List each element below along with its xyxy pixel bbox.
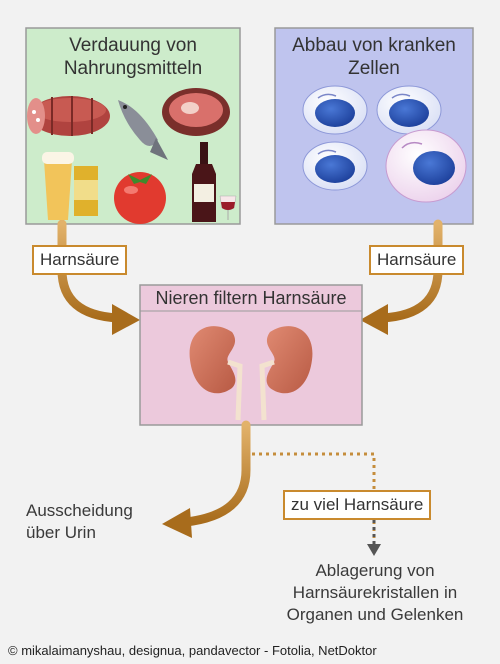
kidney-box-title: Nieren filtern Harnsäure	[140, 287, 362, 310]
left-uric-acid-tag: Harnsäure	[32, 245, 127, 275]
cell-icon	[386, 130, 466, 202]
tomato-icon	[114, 172, 166, 224]
left-arrowhead	[112, 304, 140, 335]
cell-icon	[303, 86, 367, 134]
excess-uric-acid-tag: zu viel Harnsäure	[283, 490, 431, 520]
right-uric-acid-tag: Harnsäure	[369, 245, 464, 275]
deposit-text: Ablagerung von Harnsäurekristallen in Or…	[262, 560, 488, 626]
food-box-title: Verdauung von Nahrungsmitteln	[36, 34, 230, 80]
excretion-arrowhead	[162, 508, 192, 538]
excretion-text: Ausscheidung über Urin	[26, 500, 144, 544]
cell-icon	[377, 86, 441, 134]
cells-box-title: Abbau von kranken Zellen	[285, 34, 463, 80]
deposit-arrowhead	[367, 544, 381, 556]
cell-icon	[303, 142, 367, 190]
image-credit: © mikalaimanyshau, designua, pandavector…	[8, 643, 377, 658]
steak-icon	[162, 88, 230, 136]
sausage-icon	[27, 96, 110, 136]
excretion-arrow	[186, 425, 246, 522]
right-arrowhead	[360, 304, 388, 335]
